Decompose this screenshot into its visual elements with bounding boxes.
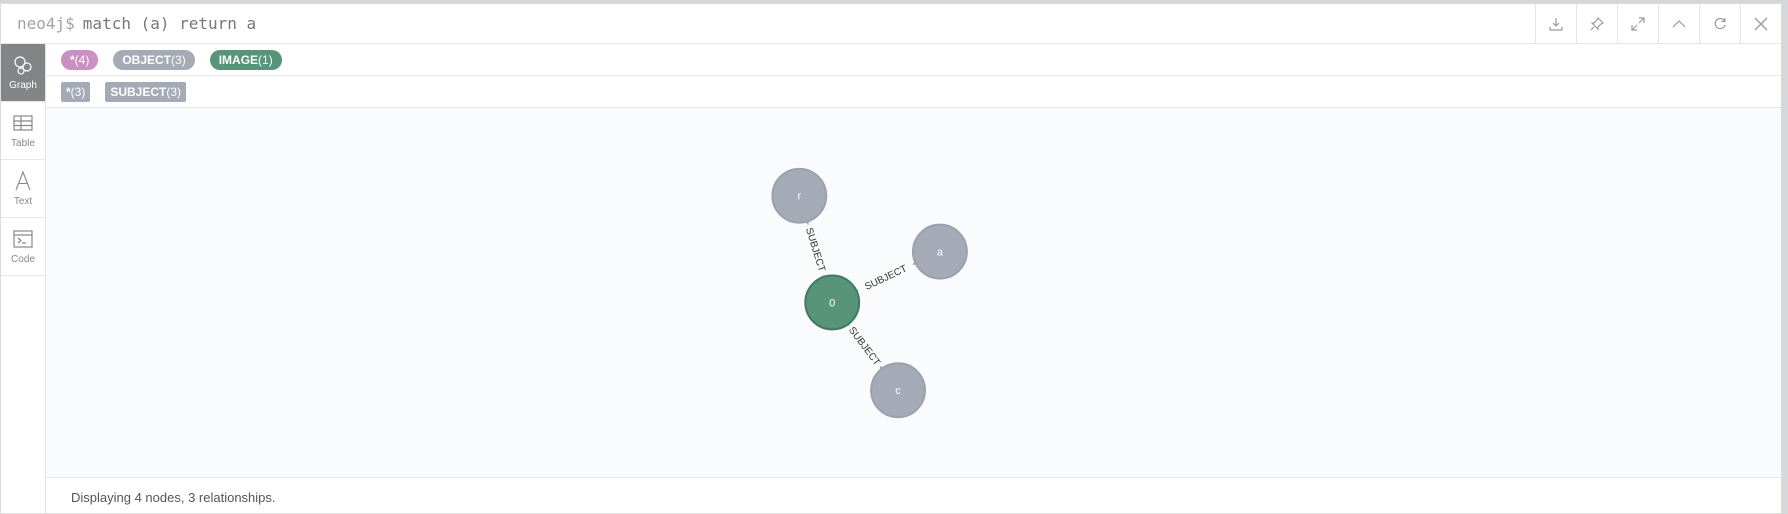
frame-toolbar [1535, 4, 1781, 44]
graph-canvas[interactable]: SUBJECT SUBJECT SUBJECT 0 r a c [46, 108, 1781, 478]
close-button[interactable] [1740, 4, 1781, 44]
label-pill-all[interactable]: *(4) [61, 49, 99, 70]
collapse-icon [1672, 20, 1686, 28]
relationship-type-legend: *(3) SUBJECT(3) [46, 76, 1781, 108]
download-button[interactable] [1535, 4, 1576, 44]
graph-node-caption: c [895, 385, 901, 397]
collapse-button[interactable] [1658, 4, 1699, 44]
query-text[interactable]: match (a) return a [82, 14, 257, 33]
relationship-label: SUBJECT [863, 263, 909, 292]
graph-node-caption: r [797, 191, 801, 203]
sidebar-item-graph[interactable]: Graph [1, 44, 45, 102]
result-frame: neo4j$ match (a) return a [0, 3, 1782, 514]
rel-tag-all[interactable]: *(3) [61, 81, 91, 102]
text-icon [15, 170, 31, 191]
relationship-label: SUBJECT [846, 325, 882, 368]
graph-node-a[interactable] [912, 223, 968, 280]
graph-node-caption: a [937, 247, 944, 259]
code-icon [13, 230, 33, 248]
sidebar-item-label: Graph [9, 80, 37, 91]
expand-icon [1631, 17, 1645, 31]
sidebar-item-code[interactable]: Code [1, 218, 45, 276]
pin-icon [1590, 17, 1604, 31]
sidebar-item-label: Table [11, 138, 35, 149]
graph-node-0[interactable] [804, 274, 861, 331]
graph-svg[interactable]: SUBJECT SUBJECT SUBJECT 0 r a c [46, 108, 1781, 477]
rel-tag-subject[interactable]: SUBJECT(3) [105, 81, 187, 102]
node-label-legend: *(4) OBJECT(3) IMAGE(1) [46, 44, 1781, 76]
label-pill-image[interactable]: IMAGE(1) [209, 49, 282, 70]
label-pill-object[interactable]: OBJECT(3) [113, 49, 195, 70]
table-icon [13, 115, 33, 131]
sidebar-item-label: Code [11, 254, 35, 265]
relationship-label: SUBJECT [803, 227, 827, 274]
sidebar-item-label: Text [13, 196, 33, 207]
refresh-icon [1714, 17, 1726, 30]
graph-icon [14, 56, 32, 75]
graph-node-r[interactable] [771, 167, 828, 224]
view-sidebar: Graph Table Text Code [1, 44, 46, 513]
graph-node-c[interactable] [870, 362, 926, 419]
download-icon [1549, 18, 1563, 31]
sidebar-item-text[interactable]: Text [1, 160, 45, 218]
graph-node-caption: 0 [829, 297, 835, 309]
close-icon [1754, 17, 1768, 31]
sidebar-item-table[interactable]: Table [1, 102, 45, 160]
status-bar-text: Displaying 4 nodes, 3 relationships. [71, 490, 276, 505]
query-prompt: neo4j$ [17, 14, 75, 33]
query-bar[interactable]: neo4j$ match (a) return a [1, 4, 1781, 44]
pin-button[interactable] [1576, 4, 1617, 44]
fullscreen-button[interactable] [1617, 4, 1658, 44]
rerun-button[interactable] [1699, 4, 1740, 44]
